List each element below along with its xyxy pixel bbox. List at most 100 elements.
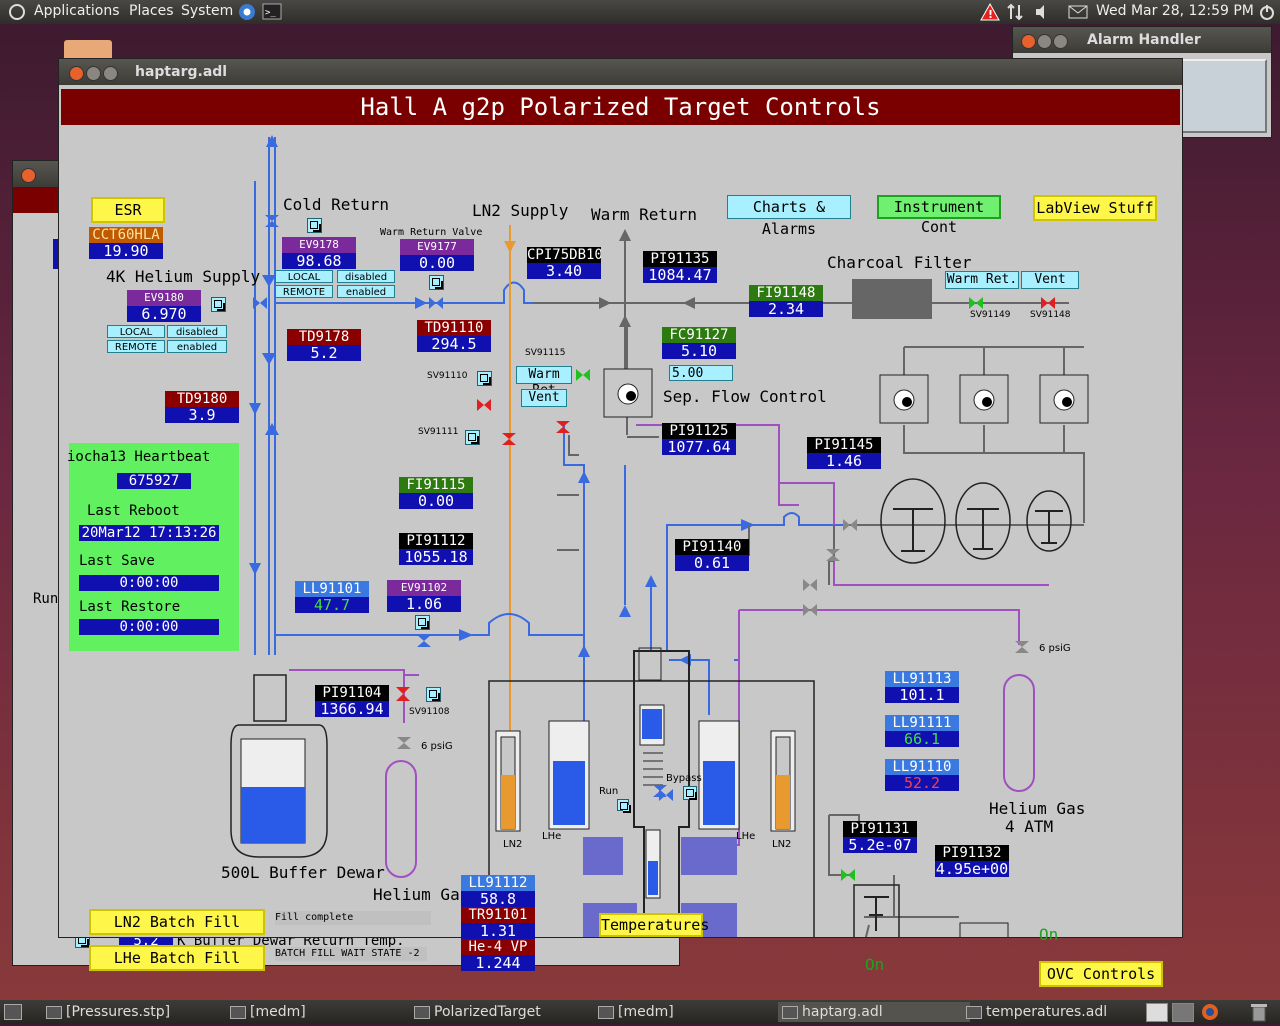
sep-flow-setpoint-input[interactable] [669,365,733,381]
labview-stuff-button[interactable]: LabView Stuff [1033,195,1157,221]
ev9180-local-button[interactable]: LOCAL [107,325,165,338]
heartbeat-count: 675927 [117,473,191,489]
folder-icon[interactable] [64,40,112,60]
related-display-icon[interactable] [465,430,480,445]
workspace-1-icon[interactable] [1146,1003,1168,1022]
close-icon[interactable] [21,168,36,183]
ev9178-remote-button[interactable]: REMOTE [275,285,333,298]
svg-text:!: ! [988,8,993,21]
vent-sv91115-button[interactable]: Vent [521,389,567,407]
on-indicator: On [865,955,885,974]
taskbar-item[interactable]: [medm] [594,1002,786,1022]
taskbar-item[interactable]: temperatures.adl [962,1002,1154,1022]
related-display-icon[interactable] [429,275,444,290]
window-titlebar[interactable]: haptarg.adl [59,59,1182,85]
related-display-icon[interactable] [617,799,629,811]
bypass-label: Bypass [666,773,702,784]
window-icon [414,1006,430,1019]
lhe-batch-fill-button[interactable]: LHe Batch Fill [89,945,265,971]
workspace-2-icon[interactable] [1172,1003,1194,1022]
menu-places[interactable]: Places [129,3,174,19]
network-icon[interactable] [1006,3,1024,25]
window-title: Alarm Handler [1087,32,1201,48]
ev9180-enabled-button[interactable]: enabled [167,340,227,353]
close-icon[interactable] [1021,34,1036,49]
ln2-supply-label: LN2 Supply [472,201,569,220]
taskbar-item[interactable]: [Pressures.stp] [42,1002,234,1022]
mail-icon[interactable] [1068,5,1088,23]
warm-return-valve-label: Warm Return Valve [380,227,483,238]
maximize-icon[interactable] [1053,34,1068,49]
close-icon[interactable] [69,66,84,81]
ln2-batch-fill-button[interactable]: LN2 Batch Fill [89,909,265,935]
window-icon [966,1006,982,1019]
run-label: Run [33,591,59,607]
ovc-controls-button[interactable]: OVC Controls [1039,961,1163,987]
show-desktop-icon[interactable] [4,1004,22,1020]
last-restore-label: Last Restore [79,599,181,615]
lhe-label: LHe [542,831,562,842]
heartbeat-label: iocha13 Heartbeat [67,449,211,465]
ev9178-local-button[interactable]: LOCAL [275,270,333,283]
browser-launcher-icon[interactable] [238,3,256,25]
minimize-icon[interactable] [1037,34,1052,49]
volume-icon[interactable] [1034,4,1050,24]
minimize-icon[interactable] [86,66,101,81]
firefox-icon[interactable] [1200,1002,1220,1026]
related-display-icon[interactable] [683,786,697,800]
clock[interactable]: Wed Mar 28, 12:59 PM [1096,3,1254,19]
instrument-controls-button[interactable]: Instrument Cont [877,195,1001,236]
related-display-icon[interactable] [426,687,441,702]
warm-ret-sv91115-button[interactable]: Warm Ret [516,366,572,398]
last-restore-value: 0:00:00 [79,619,219,635]
medm-display: Hall A g2p Polarized Target Controls [59,85,1182,987]
taskbar-item[interactable]: PolarizedTarget [410,1002,602,1022]
haptarg-window: haptarg.adl Hall A g2p Polarized Target … [58,58,1183,987]
warning-icon[interactable]: ! [980,2,1000,26]
terminal-launcher-icon[interactable]: >_ [262,3,282,25]
ln2-label: LN2 [772,839,792,850]
trash-icon[interactable] [1250,1002,1268,1026]
related-display-icon[interactable] [477,371,492,386]
window-icon [782,1006,798,1019]
menu-system[interactable]: System [181,3,234,19]
related-display-icon[interactable] [211,297,226,312]
cold-return-label: Cold Return [283,195,389,214]
esr-button[interactable]: ESR [91,197,165,223]
taskbar-item-active[interactable]: haptarg.adl [778,1002,970,1022]
charts-alarms-button[interactable]: Charts & Alarms [727,195,851,238]
ubuntu-logo-icon [8,3,28,21]
warm-ret-button[interactable]: Warm Ret. [945,271,1019,289]
heartbeat-panel: iocha13 Heartbeat 675927 Last Reboot 20M… [67,443,239,651]
ln2-fill-status: Fill complete [275,911,431,925]
power-icon[interactable] [1258,3,1276,25]
ev9180-remote-button[interactable]: REMOTE [107,340,165,353]
taskbar-item[interactable]: [medm] [226,1002,418,1022]
temperatures-button[interactable]: Temperatures [599,913,709,937]
menu-applications[interactable]: Applications [34,3,120,19]
helium-gas-4atm-label: Helium Gas [989,799,1086,818]
ev9178-enabled-button[interactable]: enabled [337,285,395,298]
vent-button[interactable]: Vent [1021,271,1079,289]
related-display-icon[interactable] [307,218,322,233]
related-display-icon[interactable] [415,615,430,630]
buffer-dewar-label: 500L Buffer Dewar [221,863,385,882]
maximize-icon[interactable] [103,66,118,81]
ev9180-disabled-button[interactable]: disabled [167,325,227,338]
ev9178-disabled-button[interactable]: disabled [337,270,395,283]
ln2-label: LN2 [503,839,523,850]
